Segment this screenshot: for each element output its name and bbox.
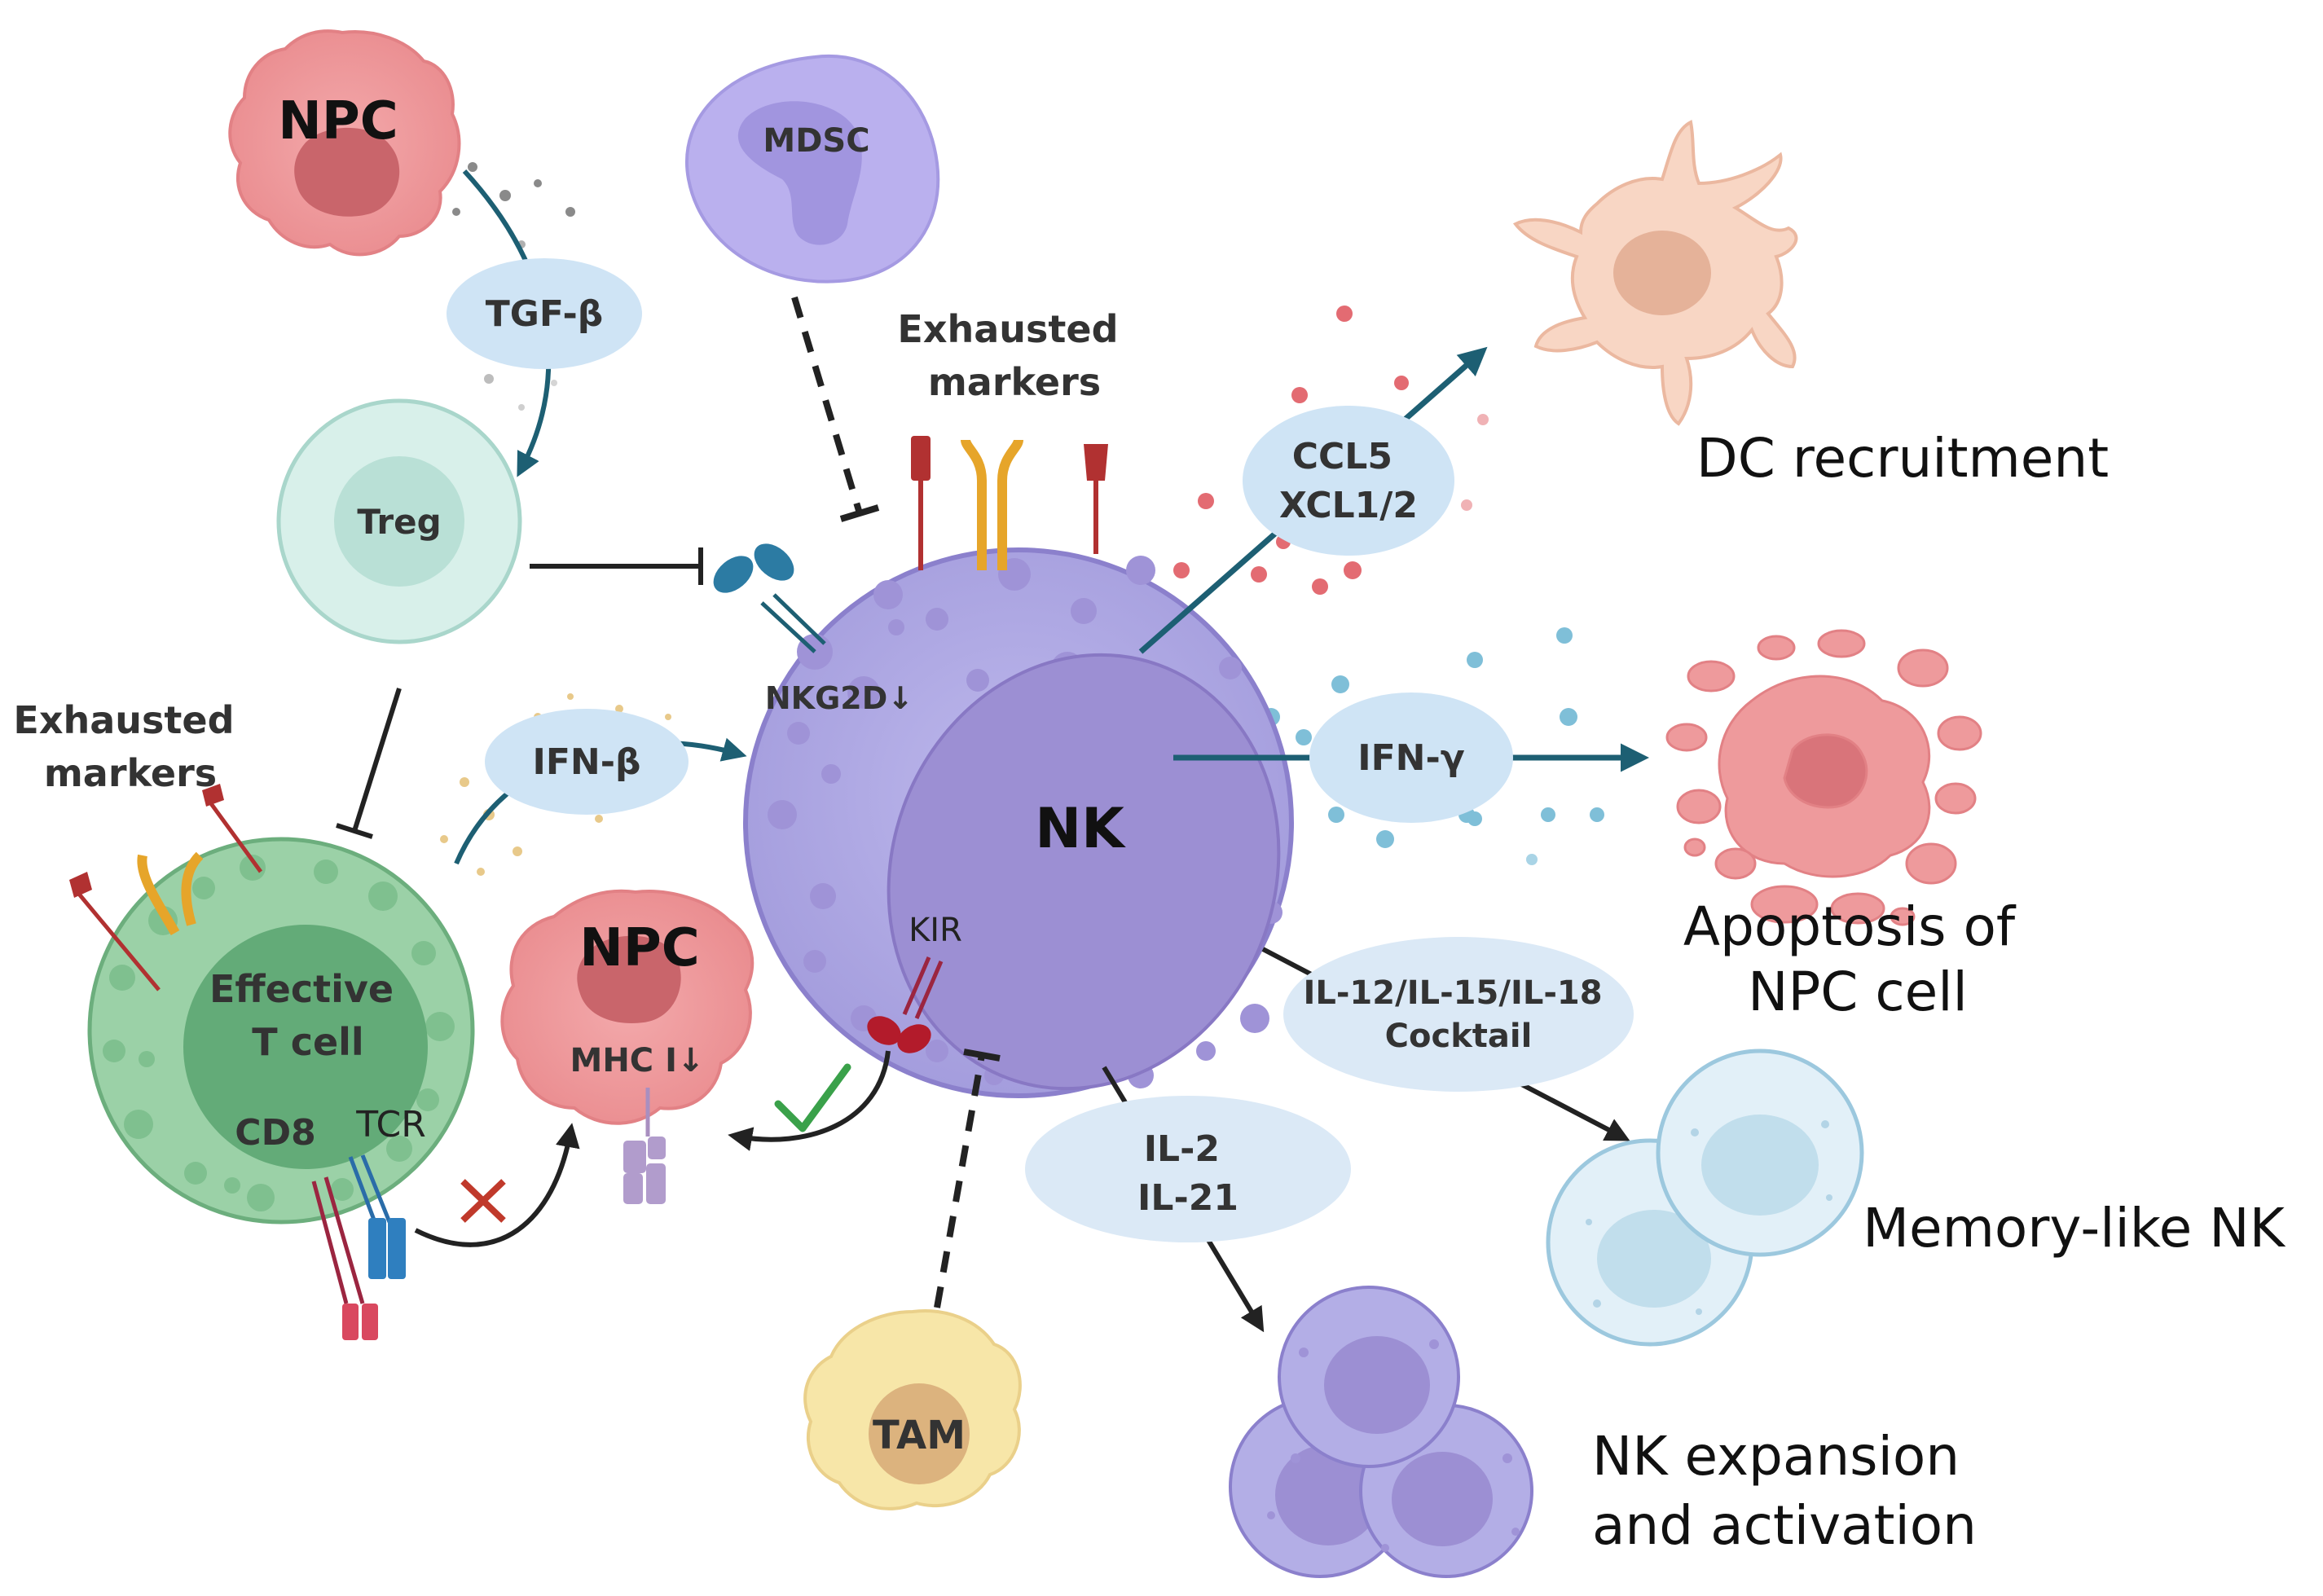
check-icon bbox=[774, 1063, 851, 1132]
treg-cell: Treg bbox=[276, 398, 522, 644]
tgf-beta-label: TGF-β bbox=[486, 293, 604, 335]
treg-inhibits-nk bbox=[530, 547, 703, 585]
mdsc-label: MDSC bbox=[763, 122, 869, 160]
exhausted-top-label: Exhausted markers bbox=[897, 307, 1131, 404]
treg-inhibits-t-cell bbox=[336, 688, 402, 839]
effective-t-line2: T cell bbox=[252, 1020, 363, 1064]
t-cell-to-npc-arrow bbox=[414, 1123, 580, 1247]
tcr-label: TCR bbox=[355, 1104, 426, 1145]
memory-nk-cells bbox=[1546, 1049, 1864, 1347]
exhausted-top-line1: Exhausted bbox=[897, 307, 1118, 351]
cocktail-label: IL-12/IL-15/IL-18 Cocktail bbox=[1303, 974, 1613, 1055]
nk-exhausted-marker-3 bbox=[1084, 444, 1108, 554]
npc-cell-middle: NPC MHC I↓ bbox=[500, 889, 755, 1204]
memory-nk-label: Memory-like NK bbox=[1863, 1197, 2286, 1260]
ifn-gamma-bubble: IFN-γ bbox=[1309, 692, 1513, 823]
ccl5-bubble: CCL5 XCL1/2 bbox=[1243, 406, 1454, 556]
ccl5-line1: CCL5 bbox=[1292, 436, 1392, 477]
effective-t-label: Effective T cell bbox=[209, 967, 407, 1064]
tam-cell: TAM bbox=[803, 1309, 1022, 1510]
il2-line2: IL-21 bbox=[1137, 1177, 1238, 1219]
expanded-nk-cells bbox=[1229, 1286, 1533, 1578]
mhc-molecule bbox=[623, 1088, 666, 1204]
npc-top-label: NPC bbox=[278, 91, 398, 152]
cd8-label: CD8 bbox=[235, 1112, 315, 1154]
t-cell-exhausted-marker-1 bbox=[69, 872, 161, 991]
ifn-beta-bubble: IFN-β bbox=[485, 709, 689, 815]
cd8-receptor bbox=[311, 1176, 378, 1340]
npc-mid-label: NPC bbox=[579, 918, 699, 978]
treg-label: Treg bbox=[357, 502, 441, 542]
nk-exhausted-marker-1 bbox=[911, 436, 931, 570]
cross-icon bbox=[460, 1179, 506, 1223]
dc-recruitment-label: DC recruitment bbox=[1696, 427, 2109, 490]
ifn-gamma-label: IFN-γ bbox=[1357, 737, 1465, 779]
apoptotic-npc-cell bbox=[1665, 629, 1982, 926]
apoptosis-label: Apoptosis of NPC cell bbox=[1683, 895, 2032, 1023]
apoptosis-line1: Apoptosis of bbox=[1683, 895, 2017, 958]
nk-expansion-label: NK expansion and activation bbox=[1592, 1425, 1977, 1557]
kir-label: KIR bbox=[909, 912, 962, 949]
tam-label: TAM bbox=[873, 1413, 966, 1458]
kir-receptor bbox=[867, 956, 944, 1053]
exhausted-left-line1: Exhausted bbox=[13, 698, 234, 742]
nk-exhausted-marker-2 bbox=[961, 438, 1023, 570]
mdsc-cell: MDSC bbox=[685, 54, 940, 284]
t-cell-exhausted-marker-3 bbox=[202, 784, 263, 873]
ifn-beta-label: IFN-β bbox=[532, 741, 640, 783]
il2-bubble: IL-2 IL-21 bbox=[1025, 1096, 1351, 1242]
kir-to-npc-arrow bbox=[728, 1050, 891, 1151]
dendritic-cell bbox=[1512, 120, 1798, 426]
cocktail-bubble: IL-12/IL-15/IL-18 Cocktail bbox=[1283, 937, 1634, 1092]
effective-t-line1: Effective bbox=[209, 967, 394, 1011]
ccl5-label: CCL5 XCL1/2 bbox=[1279, 436, 1418, 526]
cocktail-line2: Cocktail bbox=[1385, 1018, 1533, 1055]
tgf-beta-bubble: TGF-β bbox=[447, 258, 642, 369]
nk-expansion-line2: and activation bbox=[1592, 1494, 1977, 1557]
mdsc-inhibits-nk bbox=[791, 296, 880, 522]
npc-cell-top: NPC bbox=[228, 29, 461, 257]
nk-label: NK bbox=[1035, 797, 1126, 861]
tcr-receptor bbox=[348, 1154, 406, 1279]
tam-inhibits-nk bbox=[934, 1049, 1001, 1308]
il2-line1: IL-2 bbox=[1144, 1128, 1220, 1170]
exhausted-top-line2: markers bbox=[928, 360, 1101, 404]
t-cell-exhausted-marker-2 bbox=[137, 851, 204, 935]
cocktail-line1: IL-12/IL-15/IL-18 bbox=[1303, 974, 1602, 1012]
effective-t-cell: Effective T cell CD8 TCR bbox=[69, 784, 475, 1340]
ccl5-line2: XCL1/2 bbox=[1279, 485, 1418, 526]
apoptosis-line2: NPC cell bbox=[1748, 961, 1968, 1023]
nkg2d-receptor bbox=[713, 543, 826, 653]
ifn-gamma-particles bbox=[1219, 627, 1604, 865]
nk-cell: NK NKG2D↓ KIR bbox=[743, 547, 1294, 1098]
nk-expansion-line1: NK expansion bbox=[1592, 1425, 1960, 1488]
il2-label: IL-2 IL-21 bbox=[1137, 1128, 1238, 1219]
exhausted-left-line2: markers bbox=[44, 751, 217, 795]
mhc-label: MHC I↓ bbox=[570, 1042, 705, 1079]
nkg2d-label: NKG2D↓ bbox=[765, 680, 913, 716]
exhausted-left-label: Exhausted markers bbox=[13, 698, 247, 795]
